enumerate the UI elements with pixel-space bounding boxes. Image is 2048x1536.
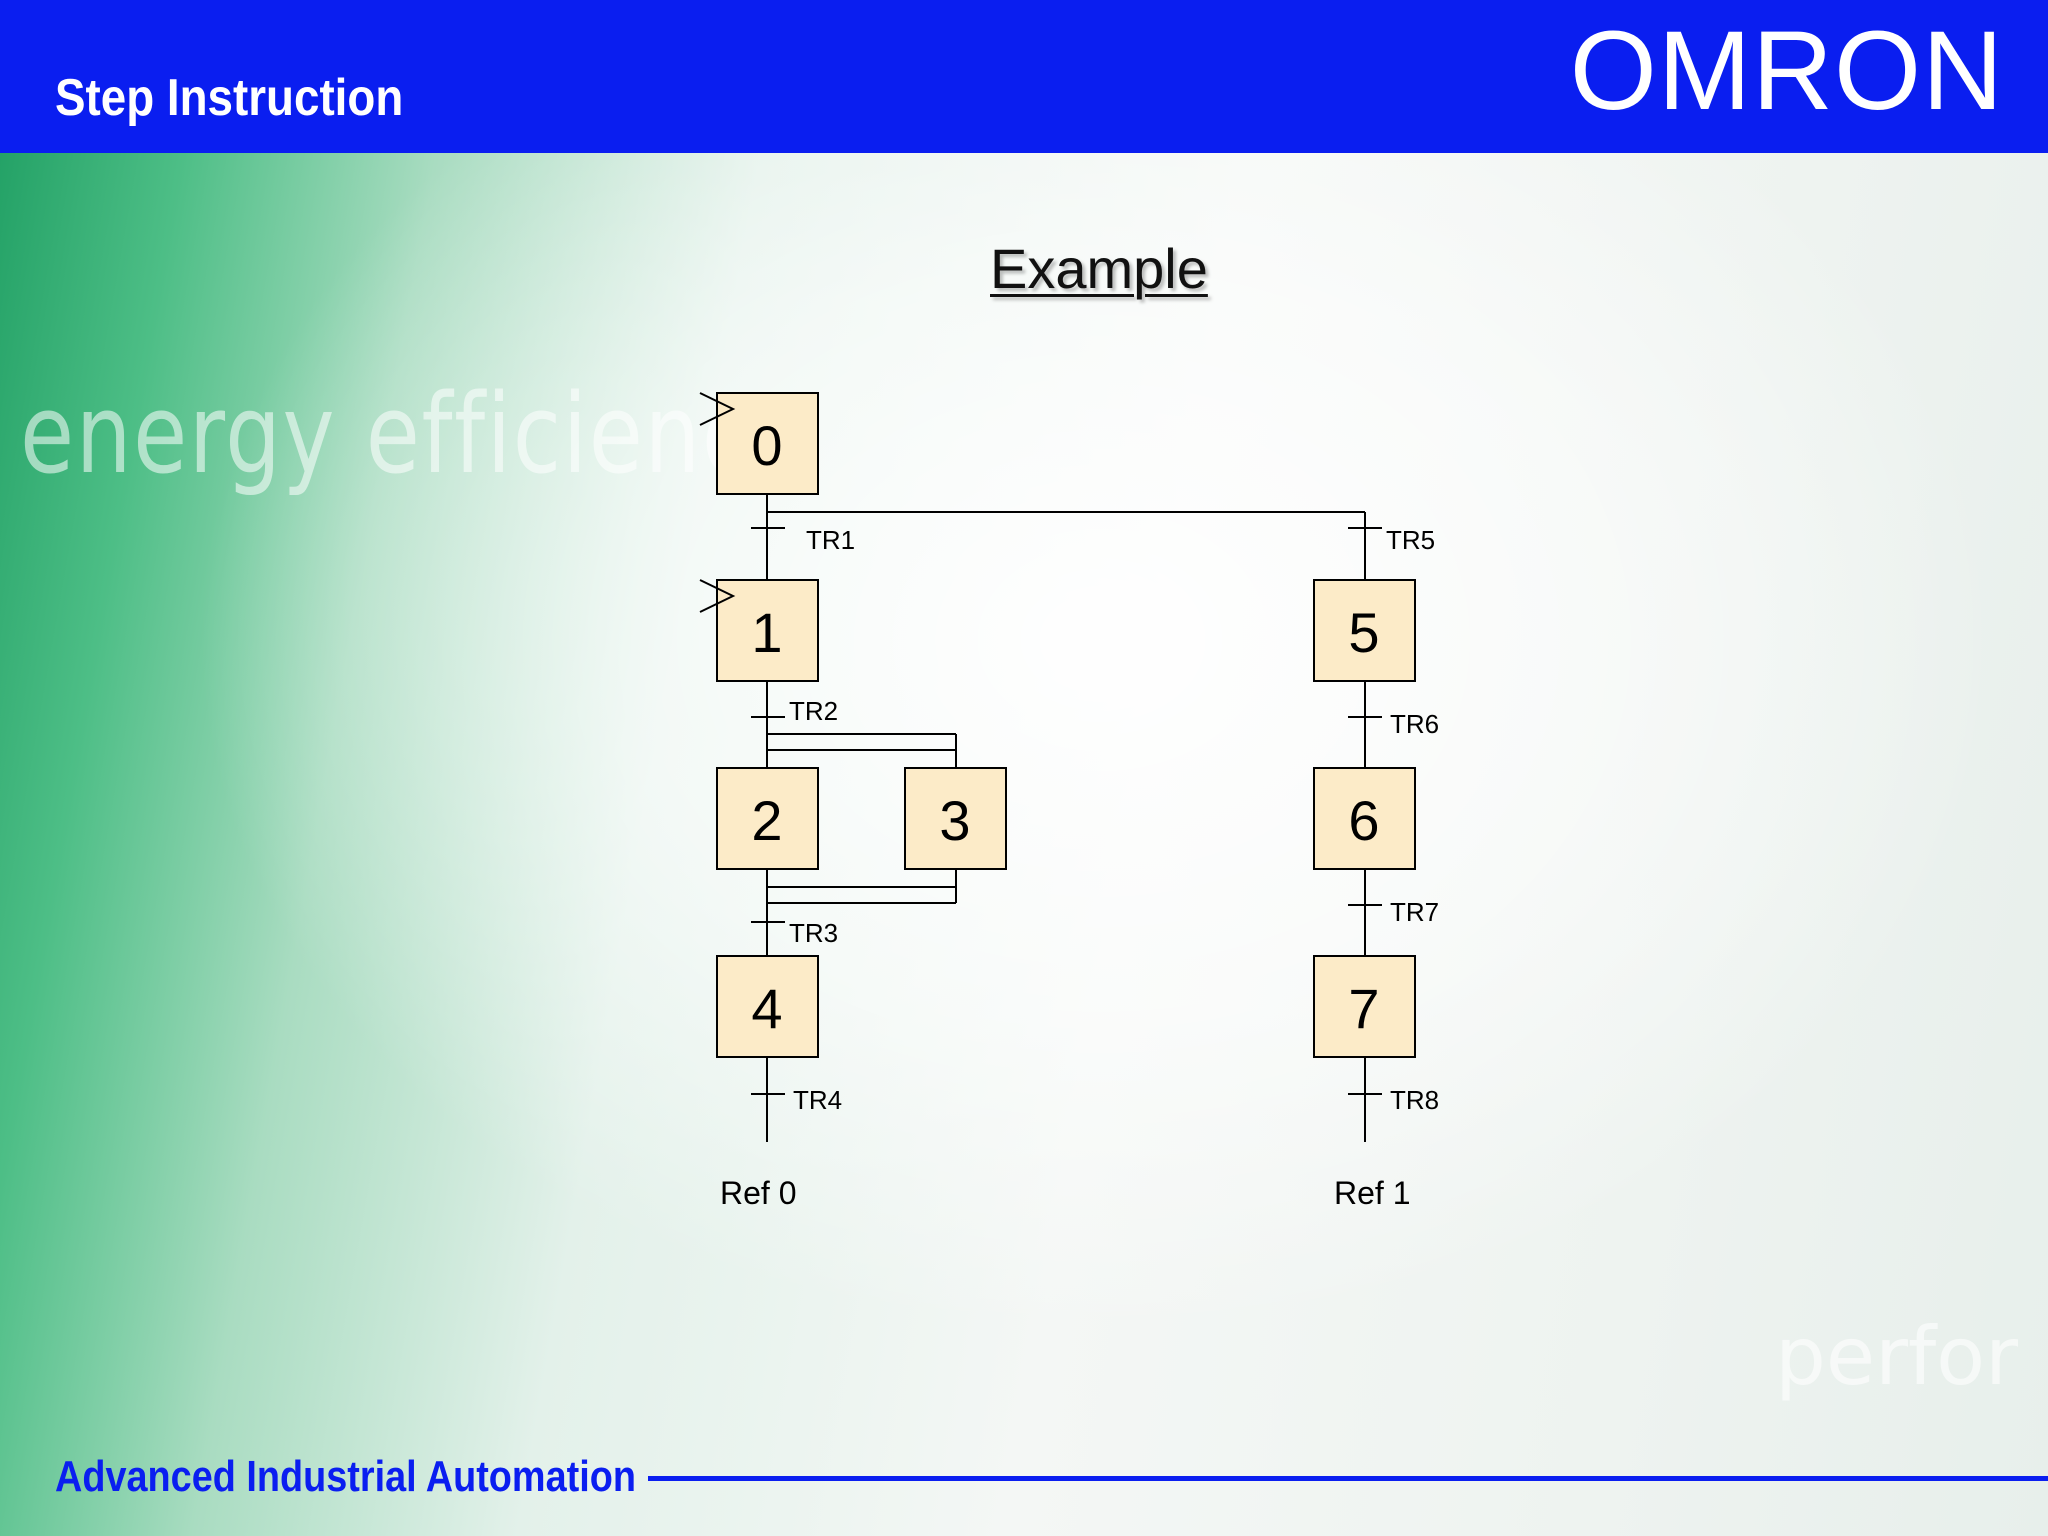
- transition-label-tr1: TR1: [806, 525, 855, 555]
- step-label-5: 5: [1348, 601, 1379, 664]
- ref-label-1: Ref 1: [1334, 1175, 1410, 1211]
- example-title: Example: [990, 237, 1208, 300]
- step-box-1: 1: [716, 579, 819, 682]
- transition-label-tr7: TR7: [1390, 897, 1439, 927]
- step-label-1: 1: [751, 601, 782, 664]
- step-box-2: 2: [716, 767, 819, 870]
- step-box-3: 3: [904, 767, 1007, 870]
- initial-step-marker-1-icon: [699, 579, 736, 613]
- step-box-7: 7: [1313, 955, 1416, 1058]
- transition-label-tr2: TR2: [789, 696, 838, 726]
- footer-title: Advanced Industrial Automation: [55, 1452, 636, 1501]
- step-label-6: 6: [1348, 789, 1379, 852]
- transition-label-tr4: TR4: [793, 1085, 842, 1115]
- background-watermark-right: perfor: [1775, 1310, 2018, 1403]
- connection-lines: [766, 494, 1366, 1142]
- step-box-6: 6: [1313, 767, 1416, 870]
- transition-label-tr8: TR8: [1390, 1085, 1439, 1115]
- step-box-4: 4: [716, 955, 819, 1058]
- step-label-7: 7: [1348, 977, 1379, 1040]
- ref-label-0: Ref 0: [720, 1175, 796, 1211]
- transition-ticks: [751, 527, 1382, 1095]
- step-label-2: 2: [751, 789, 782, 852]
- transition-label-tr3: TR3: [789, 918, 838, 948]
- step-label-3: 3: [939, 789, 970, 852]
- transition-label-tr5: TR5: [1386, 525, 1435, 555]
- step-label-4: 4: [751, 977, 782, 1040]
- step-label-0: 0: [751, 414, 782, 477]
- background-watermark: energy efficiency: [20, 370, 806, 498]
- transition-label-tr6: TR6: [1390, 709, 1439, 739]
- initial-step-marker-0-icon: [699, 392, 736, 426]
- step-box-5: 5: [1313, 579, 1416, 682]
- omron-logo: OMRON: [1569, 8, 2004, 133]
- step-box-0: 0: [716, 392, 819, 495]
- slide-title: Step Instruction: [55, 69, 404, 127]
- footer-rule: [648, 1476, 2048, 1481]
- header-bar: Step Instruction OMRON: [0, 0, 2048, 153]
